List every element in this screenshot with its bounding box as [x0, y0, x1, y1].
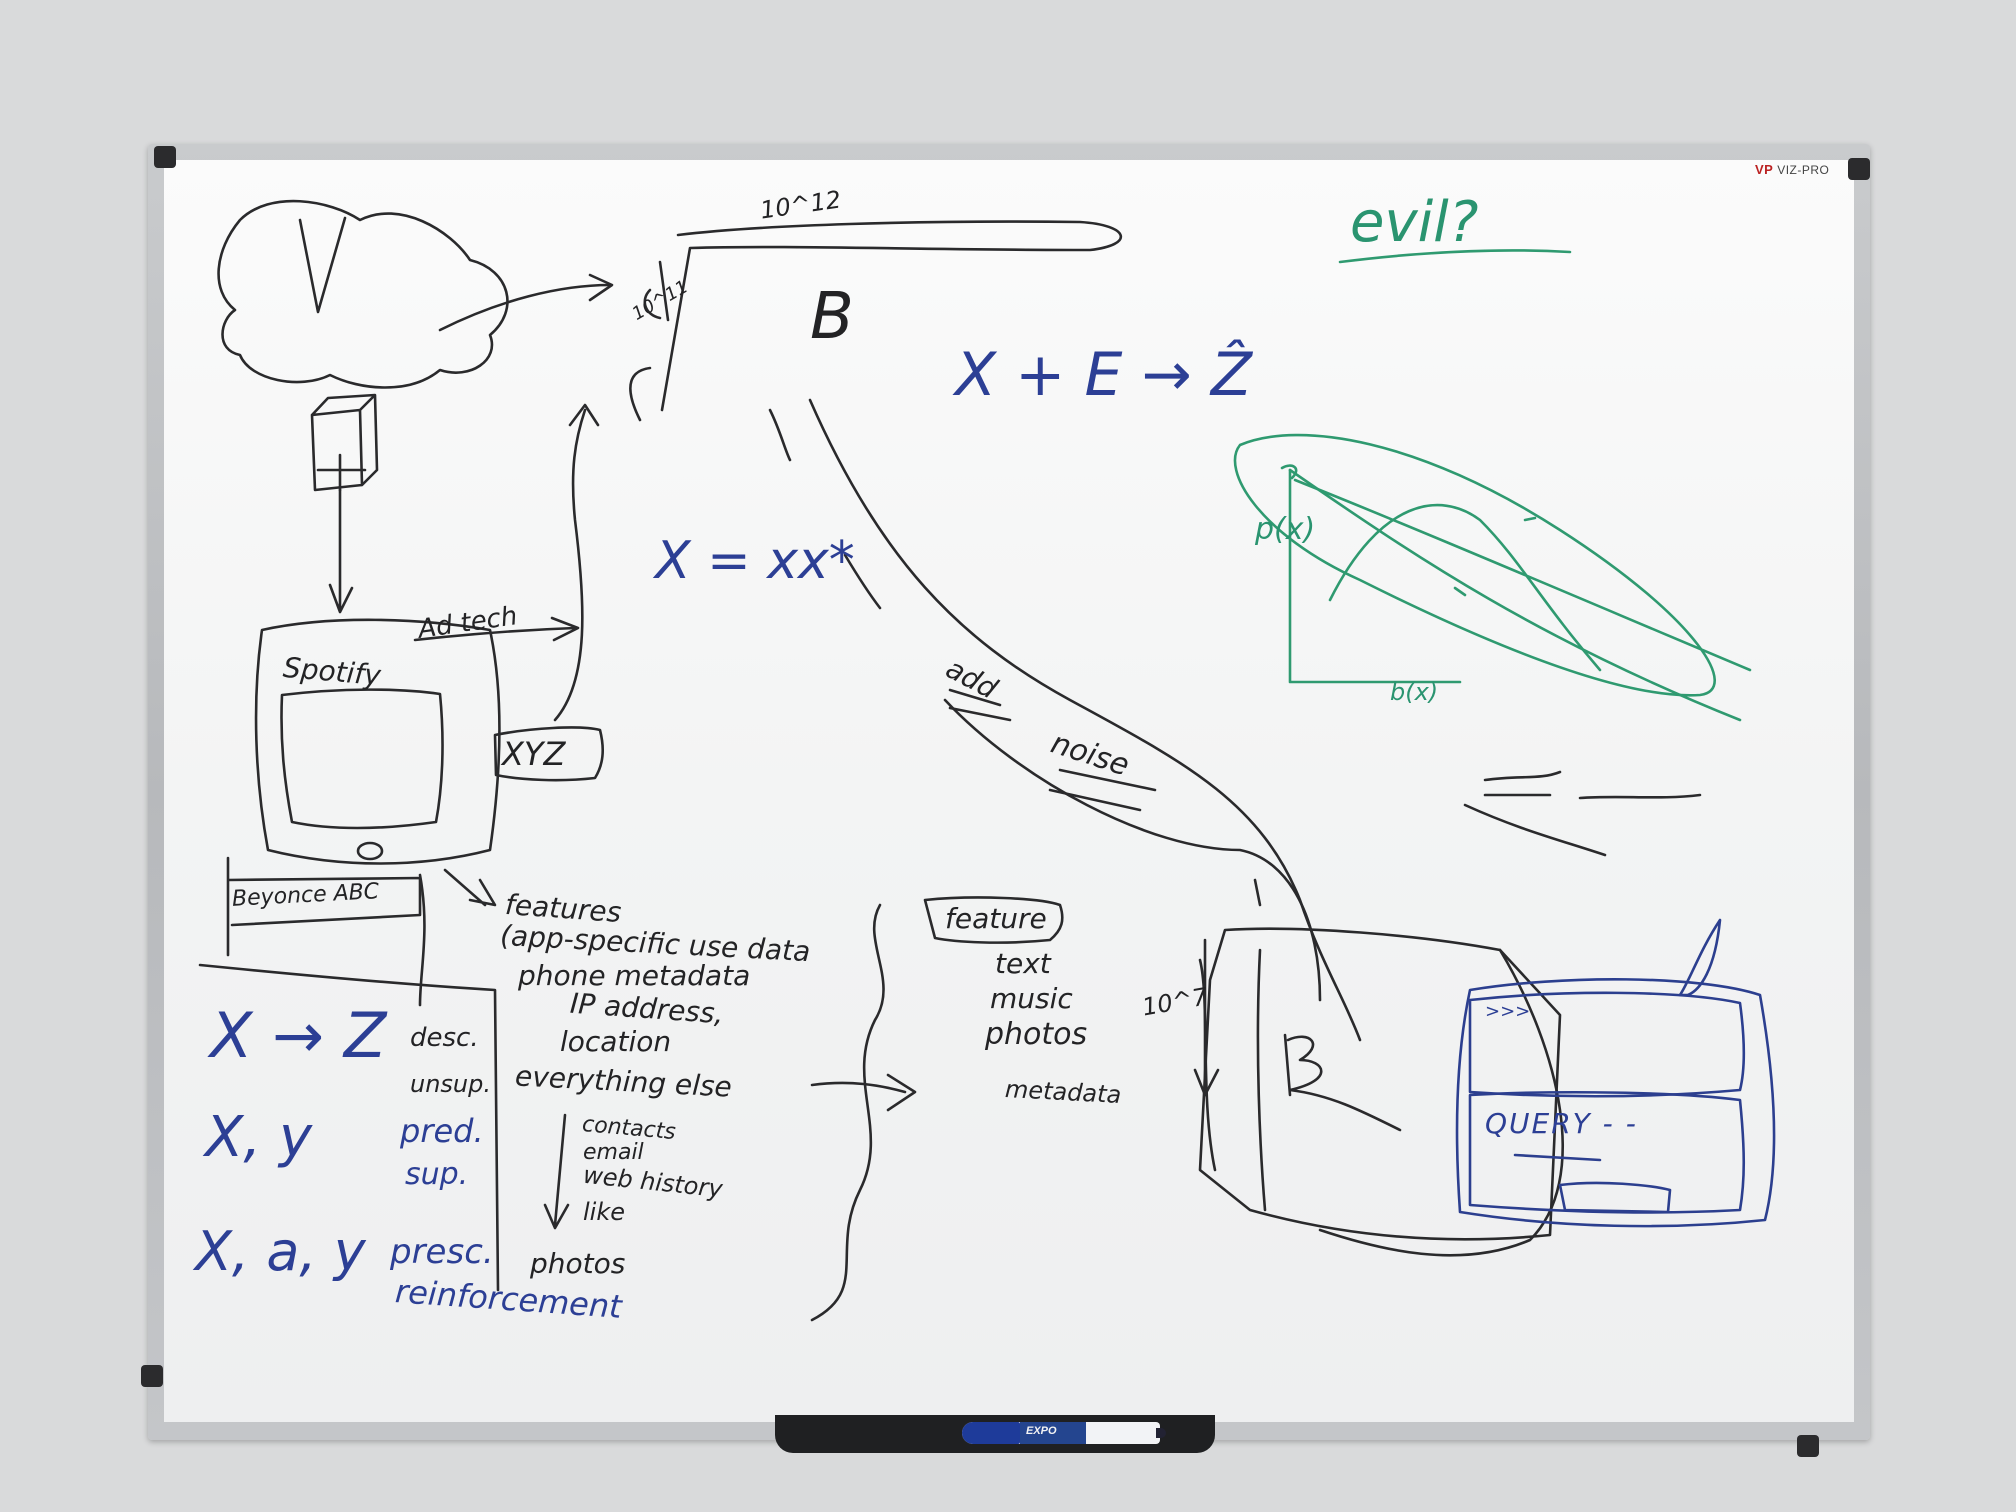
feature-box-item: photos — [985, 1017, 1088, 1052]
label-spotify: Spotify — [281, 650, 383, 693]
label-evil: evil? — [1350, 190, 1479, 255]
marker-cap — [962, 1422, 1020, 1444]
learning-row1-b: unsup. — [410, 1070, 491, 1098]
brand-logo: VP VIZ-PRO — [1755, 162, 1829, 177]
marker-tip — [1156, 1428, 1166, 1438]
b-symbol: B — [810, 280, 854, 354]
label-p-x: p(x) — [1255, 512, 1316, 547]
feature-item: email — [583, 1140, 644, 1165]
query-arrows: >>> — [1485, 1001, 1531, 1022]
equation-x-e-z: X + E → Ẑ — [955, 340, 1252, 410]
corner-bracket — [1848, 158, 1870, 180]
learning-row3-math: X, a, y — [195, 1220, 366, 1283]
feature-item: phone metadata — [518, 959, 751, 992]
learning-row3-a: presc. — [390, 1232, 494, 1272]
equation-x-xx: X = xx* — [655, 531, 855, 591]
marker-band — [1020, 1422, 1086, 1444]
corner-bracket — [141, 1365, 163, 1387]
feature-item: photos — [530, 1247, 626, 1280]
corner-bracket — [1797, 1435, 1819, 1457]
learning-row1-a: desc. — [410, 1023, 479, 1053]
expo-marker[interactable]: EXPO — [962, 1422, 1166, 1444]
brand-mark: VP — [1755, 162, 1774, 177]
brand-name: VIZ-PRO — [1777, 163, 1830, 177]
label-xyz: XYZ — [502, 735, 566, 773]
query-label: QUERY - - — [1485, 1107, 1638, 1140]
feature-box-title: feature — [945, 902, 1047, 935]
learning-row1-math: X → Z — [210, 999, 387, 1072]
learning-row2-b: sup. — [405, 1157, 469, 1192]
label-b-x: b(x) — [1390, 678, 1439, 706]
marker-logo: EXPO — [1026, 1425, 1057, 1437]
feature-box-item: metadata — [1004, 1074, 1122, 1110]
feature-item: like — [583, 1198, 625, 1226]
feature-item: location — [560, 1025, 672, 1058]
learning-row2-math: X, y — [205, 1105, 313, 1170]
feature-box-item: text — [995, 947, 1051, 980]
feature-box-item: music — [990, 982, 1073, 1015]
corner-bracket — [154, 146, 176, 168]
learning-row2-a: pred. — [400, 1112, 484, 1150]
